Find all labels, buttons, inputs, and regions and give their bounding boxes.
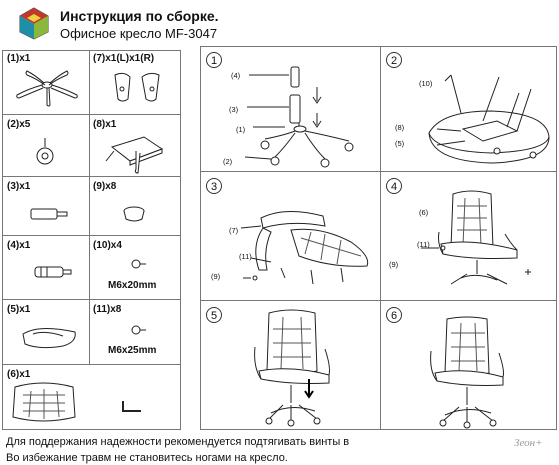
- callout: (11): [239, 252, 252, 261]
- step-number: 2: [386, 52, 402, 68]
- caster-wheel-icon: [33, 137, 57, 165]
- part-cell-armrests: (7)x1(L)x1(R): [89, 50, 181, 115]
- base-assembly-illustration: [245, 61, 375, 169]
- callout: (2): [223, 157, 233, 166]
- callout: (5): [395, 139, 405, 148]
- bolt-icon: [130, 256, 146, 272]
- callout: (9): [389, 260, 399, 269]
- part-label: (9)x8: [93, 181, 117, 192]
- step-2-panel: 2 (10) (8) (5): [380, 46, 557, 172]
- step-number: 5: [206, 307, 222, 323]
- armrest-brackets-icon: [112, 71, 162, 107]
- bolt-spec: M6x20mm: [108, 280, 157, 291]
- callout: (8): [395, 123, 405, 132]
- part-cell-casters: (2)x5: [2, 114, 90, 177]
- brand-watermark: Зеон+: [514, 437, 543, 449]
- step-number: 6: [386, 307, 402, 323]
- step-number: 3: [206, 178, 222, 194]
- part-cell-gaslift: (3)x1: [2, 176, 90, 236]
- seat-icon: [19, 322, 79, 352]
- bolt-spec: M6x25mm: [108, 345, 157, 356]
- step-number: 1: [206, 52, 222, 68]
- part-label: (6)x1: [7, 369, 31, 380]
- safety-note: Во избежание травм не становитесь ногами…: [6, 452, 288, 464]
- bolt-icon: [130, 322, 146, 338]
- backrest-icon: [9, 379, 79, 425]
- part-label: (11)x8: [93, 304, 122, 315]
- backrest-install-illustration: [421, 188, 531, 294]
- callout: (1): [236, 125, 246, 134]
- part-label: (10)x4: [93, 240, 122, 251]
- part-label: (3)x1: [7, 181, 31, 192]
- part-label: (8)x1: [93, 119, 117, 130]
- cap-icon: [122, 205, 146, 223]
- part-cell-bolts-20: (10)x4 M6x20mm: [89, 235, 181, 300]
- armrest-install-illustration: [241, 196, 377, 296]
- callout: (9): [211, 272, 221, 281]
- seat-mechanism-illustration: [421, 71, 553, 169]
- part-cell-mechanism: (8)x1: [89, 114, 181, 177]
- callout: (10): [419, 79, 433, 88]
- maintenance-note: Для поддержания надежности рекомендуется…: [6, 436, 350, 448]
- callout: (3): [229, 105, 239, 114]
- step-4-panel: 4 (6) (11) (9): [380, 171, 557, 301]
- step-5-panel: 5: [200, 300, 381, 430]
- chair-base-icon: [13, 65, 81, 110]
- step-3-panel: 3 (7) (11) (9): [200, 171, 381, 301]
- part-cell-backrest: (6)x1: [2, 364, 181, 430]
- gas-lift-icon: [29, 207, 69, 221]
- callout: (11): [417, 240, 430, 249]
- document-title: Инструкция по сборке.: [60, 8, 219, 24]
- part-cell-seat: (5)x1: [2, 299, 90, 365]
- part-cell-caps: (9)x8: [89, 176, 181, 236]
- callout: (4): [231, 71, 241, 80]
- part-label: (7)x1(L)x1(R): [93, 53, 155, 64]
- part-cell-base: (1)x1: [2, 50, 90, 115]
- part-label: (4)x1: [7, 240, 31, 251]
- part-label: (5)x1: [7, 304, 31, 315]
- logo-icon: [18, 6, 50, 40]
- step-number: 4: [386, 178, 402, 194]
- hex-key-icon: [121, 399, 143, 413]
- gas-lift-cover-icon: [33, 264, 73, 280]
- document-subtitle: Офисное кресло MF-3047: [60, 26, 218, 41]
- part-label: (1)x1: [7, 53, 31, 64]
- callout: (7): [229, 226, 239, 235]
- finished-chair-illustration: [427, 315, 527, 427]
- chair-press-illustration: [251, 307, 361, 427]
- part-cell-cover: (4)x1: [2, 235, 90, 300]
- part-cell-bolts-25: (11)x8 M6x25mm: [89, 299, 181, 365]
- tilt-mechanism-icon: [104, 131, 168, 175]
- step-1-panel: 1 (4) (3) (1) (2): [200, 46, 381, 172]
- part-label: (2)x5: [7, 119, 31, 130]
- step-6-panel: 6: [380, 300, 557, 430]
- callout: (6): [419, 208, 429, 217]
